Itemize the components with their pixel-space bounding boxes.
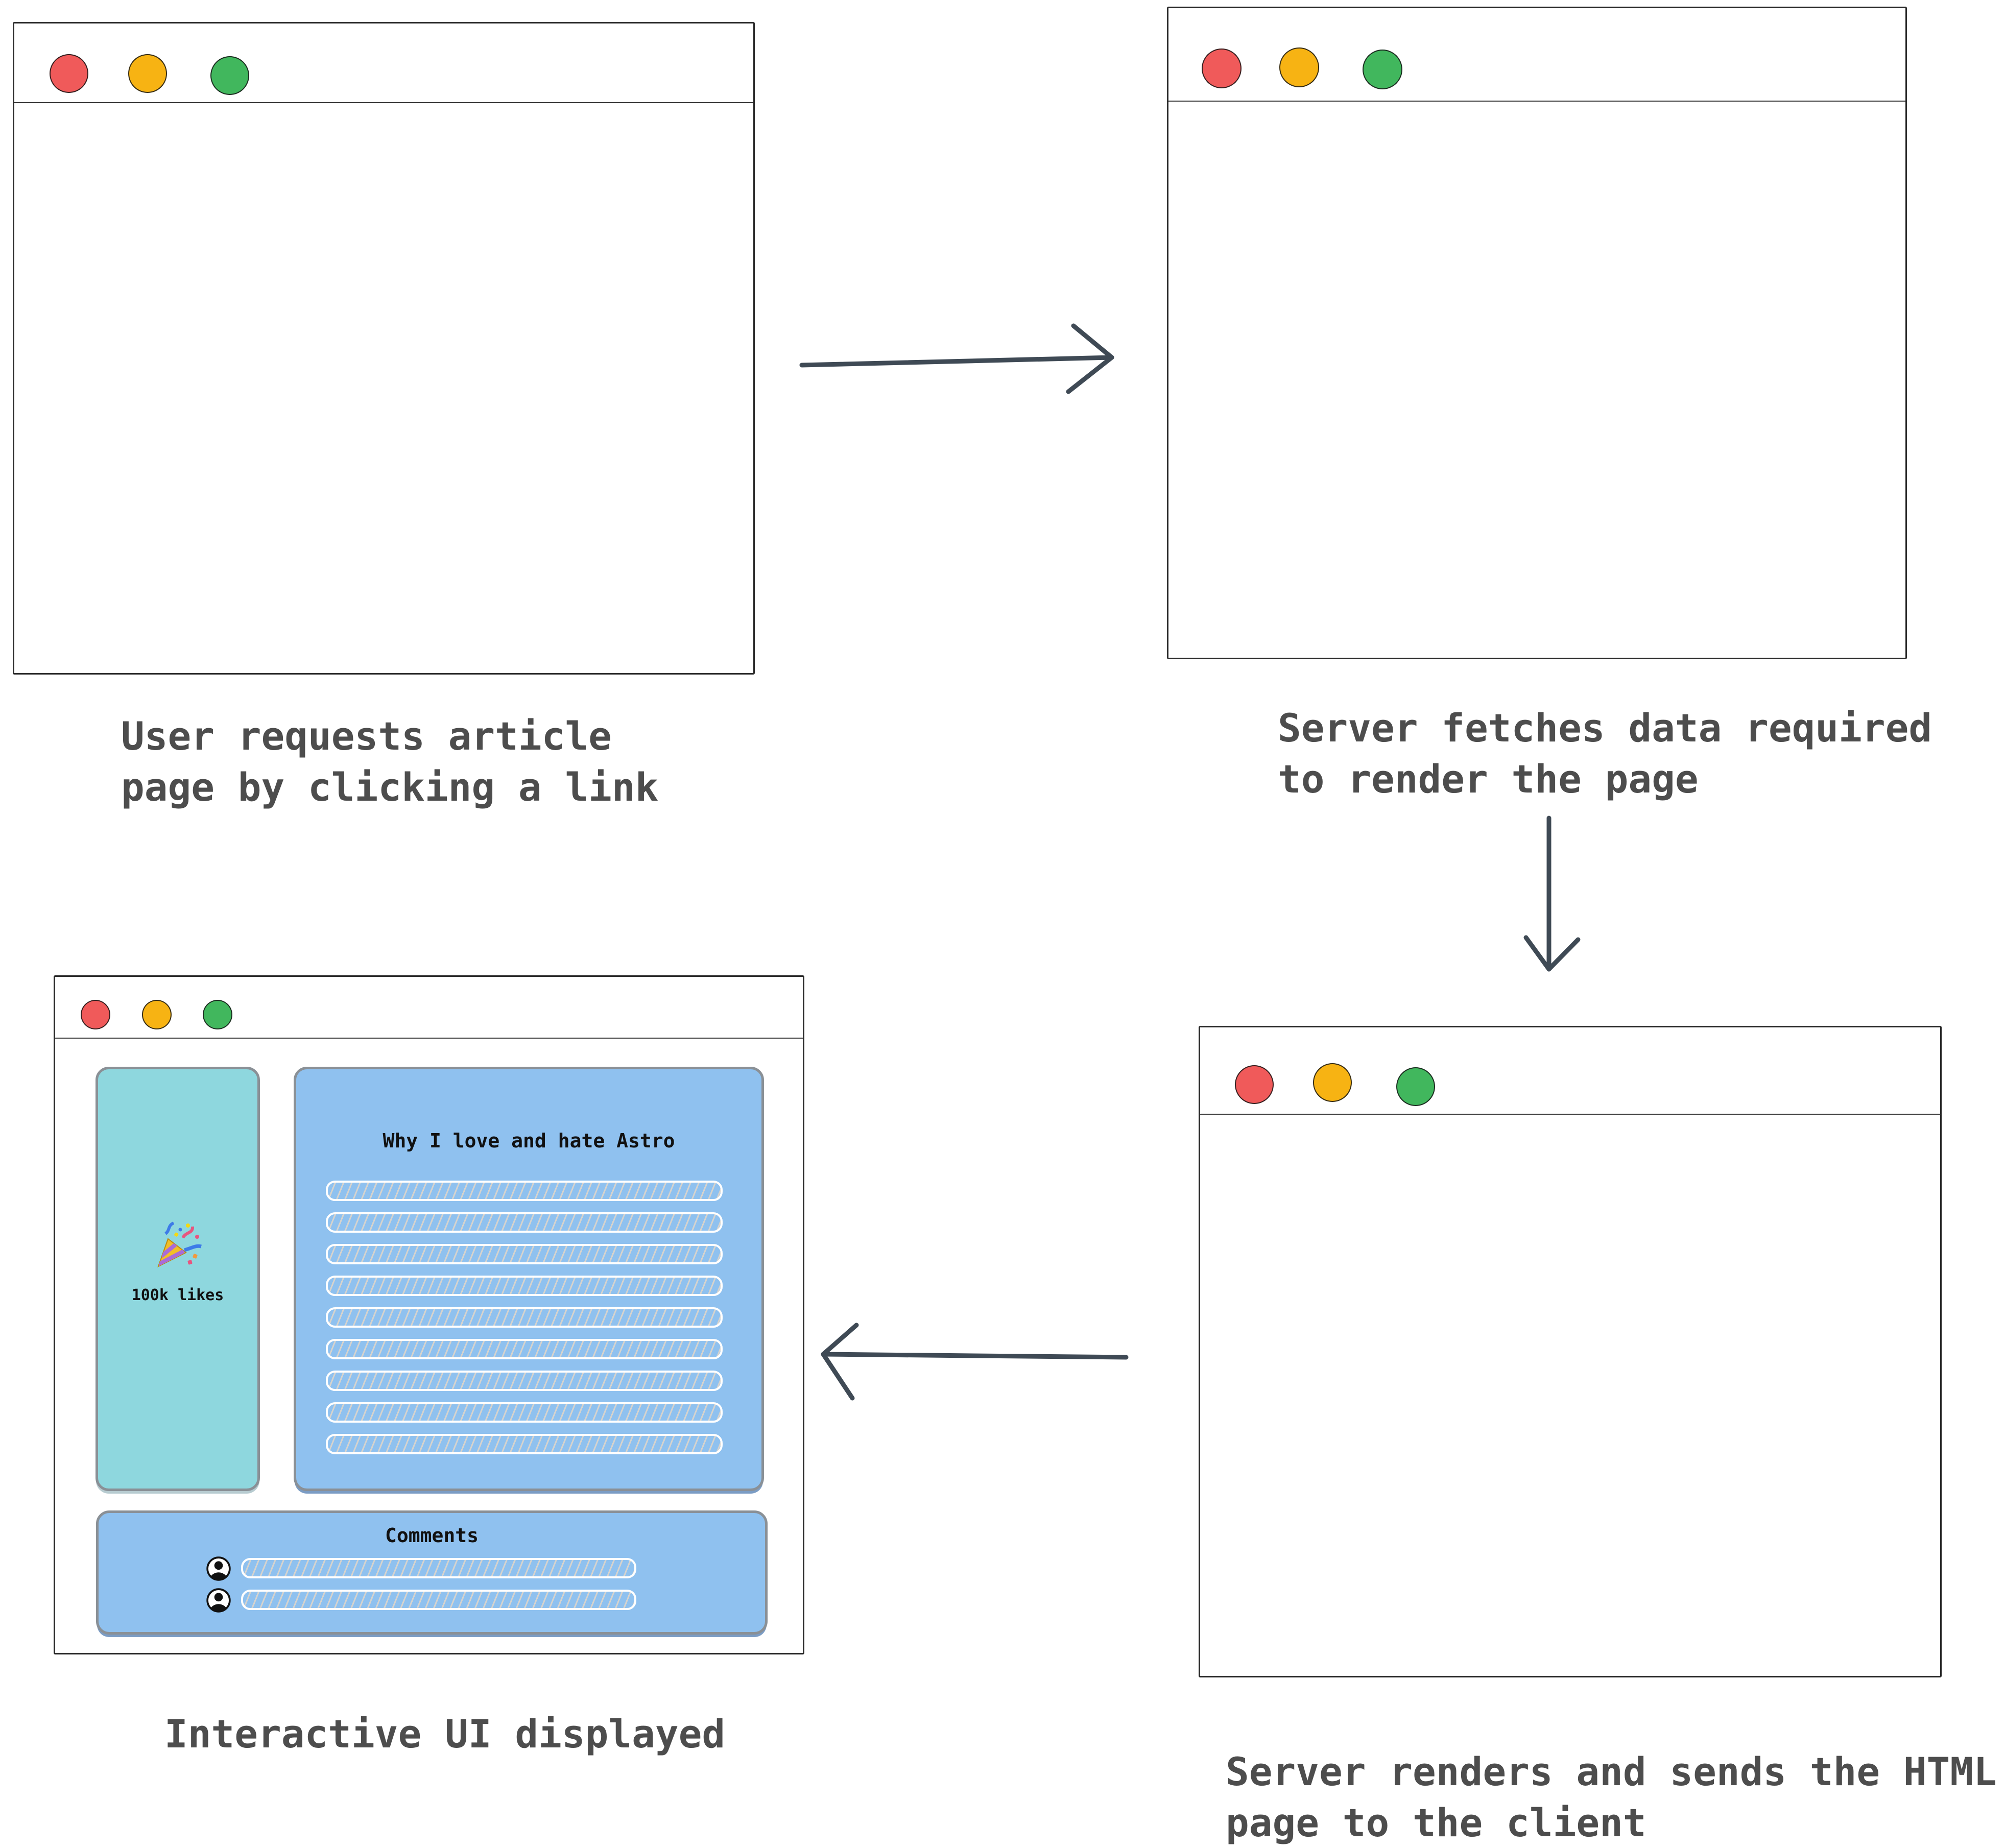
caption-fetch: Server fetches data required to render t… (1278, 705, 1932, 802)
comments-panel: Comments (96, 1510, 768, 1635)
likes-panel: 100k likes (96, 1067, 260, 1491)
traffic-light-red-icon (1202, 49, 1242, 88)
browser-window-fetch (1167, 7, 1907, 659)
likes-count-label: 100k likes (131, 1286, 224, 1304)
traffic-light-yellow-icon (1313, 1063, 1352, 1102)
traffic-light-yellow-icon (1279, 47, 1319, 87)
article-title: Why I love and hate Astro (383, 1130, 675, 1152)
article-placeholder-lines (326, 1181, 723, 1454)
placeholder-line (326, 1339, 723, 1359)
traffic-light-red-icon (81, 1000, 110, 1029)
browser-window-interactive-ui: 100k likes Why I love and hate Astro Com… (54, 975, 804, 1654)
placeholder-line (326, 1276, 723, 1296)
arrow-right-icon (799, 323, 1114, 394)
traffic-light-yellow-icon (142, 1000, 172, 1029)
arrow-down-icon (1523, 815, 1581, 972)
window-titlebar (14, 23, 753, 103)
traffic-light-green-icon (210, 56, 249, 95)
comments-title: Comments (385, 1524, 479, 1547)
traffic-light-red-icon (50, 54, 88, 93)
placeholder-line (326, 1371, 723, 1391)
placeholder-line (326, 1244, 723, 1264)
placeholder-line (326, 1402, 723, 1423)
window-titlebar (1200, 1027, 1940, 1115)
window-titlebar (1168, 8, 1905, 102)
caption-display: Interactive UI displayed (164, 1711, 726, 1757)
user-avatar-icon (206, 1556, 231, 1581)
browser-window-request (13, 22, 755, 675)
placeholder-line (326, 1434, 723, 1454)
window-titlebar (55, 977, 803, 1039)
placeholder-line (326, 1212, 723, 1233)
traffic-light-yellow-icon (128, 54, 167, 93)
comment-placeholder-line (241, 1558, 636, 1578)
comment-placeholder-line (241, 1590, 636, 1610)
caption-request: User requests article page by clicking a… (121, 713, 659, 810)
browser-window-render (1199, 1026, 1942, 1677)
placeholder-line (326, 1307, 723, 1328)
article-panel: Why I love and hate Astro (294, 1067, 764, 1491)
traffic-light-green-icon (1396, 1067, 1435, 1106)
traffic-light-green-icon (203, 1000, 232, 1029)
traffic-light-green-icon (1363, 50, 1402, 89)
traffic-light-red-icon (1235, 1065, 1274, 1104)
user-avatar-icon (206, 1588, 231, 1613)
arrow-left-icon (821, 1323, 1129, 1401)
party-popper-icon (157, 1221, 202, 1267)
placeholder-line (326, 1181, 723, 1201)
caption-render: Server renders and sends the HTML page t… (1226, 1749, 1997, 1845)
